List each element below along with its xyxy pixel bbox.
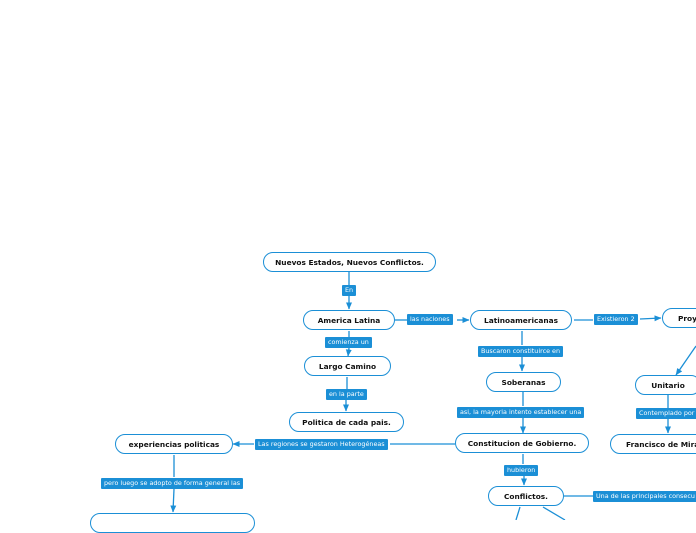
- connector: [675, 345, 696, 376]
- node-bottom-left[interactable]: [90, 513, 255, 533]
- node-conflictos[interactable]: Conflictos.: [488, 486, 564, 506]
- label-pero-luego: pero luego se adopto de forma general la…: [101, 478, 244, 489]
- connector-layer: [170, 272, 696, 520]
- node-politica[interactable]: Politica de cada pais.: [289, 412, 404, 432]
- label-buscaron: Buscaron constituirce en: [478, 346, 564, 357]
- label-las-regiones: Las regiones se gestaron Heterogéneas: [255, 439, 388, 450]
- label-asi-mayoria: asi, la mayoria intento establecer una: [457, 407, 585, 418]
- label-las-naciones: las naciones: [407, 314, 453, 325]
- node-nuevos-estados[interactable]: Nuevos Estados, Nuevos Conflictos.: [263, 252, 436, 272]
- label-una-de-las: Una de las principales consecu: [593, 491, 696, 502]
- node-constitucion[interactable]: Constitucion de Gobierno.: [455, 433, 589, 453]
- label-en: En: [342, 285, 357, 296]
- connector: [345, 347, 352, 357]
- connector: [639, 315, 662, 322]
- label-contemplado-por: Contemplado por: [636, 408, 696, 419]
- node-america-latina[interactable]: America Latina: [303, 310, 395, 330]
- connector: [170, 488, 177, 513]
- connector: [515, 506, 521, 520]
- node-proyectos[interactable]: Proy: [662, 308, 696, 328]
- node-largo-camino[interactable]: Largo Camino: [304, 356, 391, 376]
- node-francisco[interactable]: Francisco de Mira: [610, 434, 696, 454]
- connector: [542, 506, 566, 520]
- label-en-la-parte: en la parte: [326, 389, 367, 400]
- node-soberanas[interactable]: Soberanas: [486, 372, 561, 392]
- label-hubieron: hubieron: [504, 465, 539, 476]
- label-comienza-un: comienza un: [325, 337, 372, 348]
- label-existieron-2: Existieron 2: [594, 314, 638, 325]
- node-experiencias[interactable]: experiencias politicas: [115, 434, 233, 454]
- node-unitario[interactable]: Unitario: [635, 375, 696, 395]
- node-latinoamericanas[interactable]: Latinoamericanas: [470, 310, 572, 330]
